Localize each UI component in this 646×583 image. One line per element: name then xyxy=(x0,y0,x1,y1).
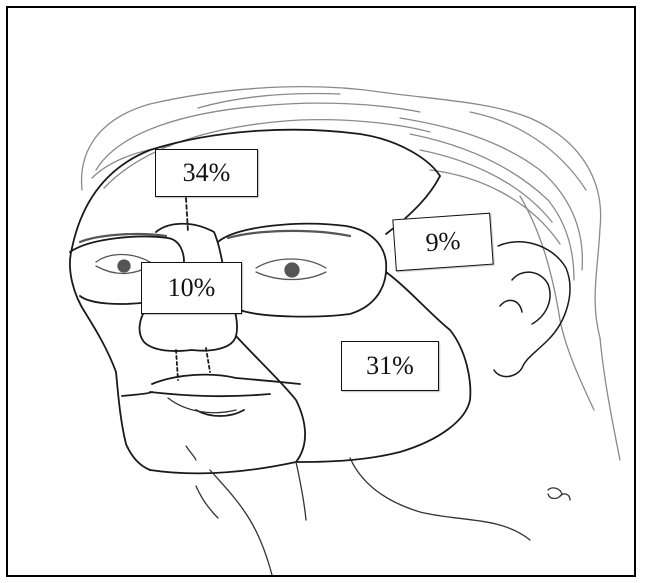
neck-drawing xyxy=(168,398,570,575)
temple-percentage-label: 9% xyxy=(392,213,493,272)
cheek-percentage-label: 31% xyxy=(341,341,439,391)
forehead-percentage-label: 34% xyxy=(155,149,258,197)
nose-percentage-label: 10% xyxy=(141,262,242,314)
face-drawing xyxy=(70,130,470,474)
